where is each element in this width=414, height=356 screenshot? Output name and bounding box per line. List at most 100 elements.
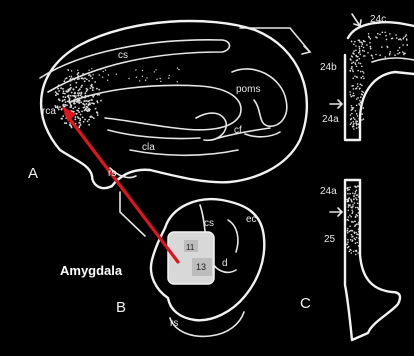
cortex-dots bbox=[346, 32, 408, 256]
cell-dot bbox=[350, 216, 352, 218]
cell-dot bbox=[350, 94, 352, 96]
cell-dot bbox=[93, 117, 95, 119]
cell-dot bbox=[361, 119, 363, 121]
cell-dot bbox=[70, 95, 72, 97]
cell-dot bbox=[76, 82, 78, 84]
cell-dot bbox=[377, 33, 379, 35]
cell-dot bbox=[395, 34, 397, 36]
cell-dot bbox=[93, 103, 95, 105]
cell-dot bbox=[357, 212, 359, 214]
cell-dot bbox=[90, 75, 92, 77]
cell-dot bbox=[364, 41, 366, 43]
cell-dot bbox=[57, 106, 59, 108]
cell-dot bbox=[351, 62, 353, 64]
cell-dot bbox=[97, 114, 99, 116]
cell-dot bbox=[349, 193, 351, 195]
cell-dot bbox=[63, 104, 65, 106]
panel-letter-c: C bbox=[300, 295, 311, 312]
cell-dot bbox=[73, 88, 75, 90]
cell-dot bbox=[368, 37, 370, 39]
label-d: d bbox=[222, 258, 228, 269]
cell-dot bbox=[96, 88, 98, 90]
cell-dot bbox=[86, 88, 88, 90]
cell-dot bbox=[72, 78, 74, 80]
cell-dot bbox=[360, 54, 362, 56]
cell-dot bbox=[75, 96, 77, 98]
cell-dot bbox=[77, 116, 79, 118]
cell-dot bbox=[57, 107, 59, 109]
cell-dot bbox=[351, 240, 353, 242]
cell-dot bbox=[146, 77, 147, 78]
cell-dot bbox=[352, 69, 354, 71]
cell-dot bbox=[358, 46, 360, 48]
cell-dot bbox=[348, 206, 350, 208]
cell-dot bbox=[71, 127, 73, 129]
cell-dot bbox=[359, 88, 361, 90]
cell-dot bbox=[349, 251, 351, 253]
cell-dot bbox=[177, 67, 178, 68]
cell-dot bbox=[135, 69, 136, 70]
label-24a-upper: 24a bbox=[322, 114, 339, 125]
cell-dot bbox=[382, 32, 384, 34]
cell-dot bbox=[160, 81, 161, 82]
cell-dot bbox=[91, 99, 93, 101]
label-rs-a: rs bbox=[108, 168, 116, 179]
cell-dot bbox=[355, 216, 357, 218]
cell-dot bbox=[406, 38, 408, 40]
cell-dot bbox=[363, 47, 365, 49]
cell-dot bbox=[347, 193, 349, 195]
cell-dot bbox=[74, 103, 76, 105]
cell-dot bbox=[396, 37, 398, 39]
brain-outline-a bbox=[40, 21, 307, 188]
cell-dot bbox=[64, 99, 66, 101]
cell-dot bbox=[353, 198, 355, 200]
cell-dot bbox=[354, 118, 356, 120]
cell-dot bbox=[65, 101, 67, 103]
label-13: 13 bbox=[196, 262, 206, 272]
cell-dot bbox=[83, 78, 84, 79]
cell-dot bbox=[97, 102, 99, 104]
cell-dot bbox=[67, 69, 68, 70]
cell-dot bbox=[84, 80, 86, 82]
cell-dot bbox=[386, 39, 388, 41]
cell-dot bbox=[353, 117, 355, 119]
cell-dot bbox=[78, 94, 80, 96]
cell-dot bbox=[357, 215, 359, 217]
cell-dot bbox=[357, 203, 359, 205]
cell-dot bbox=[372, 57, 374, 59]
cell-dot bbox=[73, 111, 75, 113]
cell-dot bbox=[369, 42, 371, 44]
cell-dot bbox=[347, 230, 349, 232]
cell-dot bbox=[389, 33, 391, 35]
cell-dot bbox=[351, 201, 353, 203]
cell-dot bbox=[355, 254, 357, 256]
cell-dot bbox=[349, 215, 351, 217]
cell-dot bbox=[90, 87, 92, 89]
cell-dot bbox=[351, 66, 353, 68]
cell-dot bbox=[358, 62, 360, 64]
cell-dot bbox=[84, 77, 86, 79]
cell-dot bbox=[356, 233, 358, 235]
cell-dot bbox=[356, 60, 358, 62]
cell-dot bbox=[356, 194, 358, 196]
cell-dot bbox=[95, 108, 97, 110]
cell-dot bbox=[100, 100, 102, 102]
cell-dot bbox=[68, 102, 70, 104]
cell-dot bbox=[88, 80, 90, 82]
cell-dot bbox=[362, 94, 364, 96]
cell-dot bbox=[360, 71, 362, 73]
cell-dot bbox=[353, 95, 355, 97]
cell-dot bbox=[363, 92, 365, 94]
cell-dot bbox=[64, 122, 66, 124]
cell-dot bbox=[357, 185, 359, 187]
cell-dot bbox=[79, 88, 81, 90]
cell-dot bbox=[105, 69, 106, 70]
cell-dot bbox=[108, 74, 109, 75]
cell-dot bbox=[363, 78, 365, 80]
cell-dot bbox=[103, 71, 104, 72]
cell-dot bbox=[354, 220, 356, 222]
cell-dot bbox=[353, 196, 355, 198]
cell-dot bbox=[155, 69, 156, 70]
cell-dot bbox=[351, 236, 353, 238]
